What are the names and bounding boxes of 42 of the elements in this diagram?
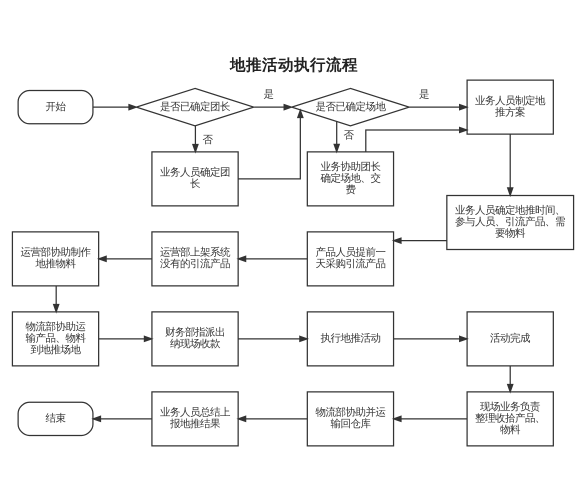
node-box: 业务人员确定地推时间、参与人员、引流产品、需要物料 [446,194,574,250]
node-box: 产品人员提前一天采购引流产品 [306,231,394,286]
diagram-title: 地推活动执行流程 [230,56,358,74]
node-box: 财务部指派出纳现场收款 [151,311,239,366]
edge-label: 否 [344,130,354,142]
arrow [506,366,514,394]
arrow [238,335,309,342]
edge-label: 否 [202,134,212,146]
node-box: 开始 [18,90,94,124]
arrow [52,286,60,314]
node-box: 业务协助团长确定场地、交费 [306,151,394,206]
arrow [506,134,514,198]
node-box: 活动完成 [466,311,554,366]
node-box: 物流部协助运输产品、物料到地推场地 [12,311,100,366]
node-box: 物流部协助并运输回仓库 [306,391,394,446]
node-box: 业务人员制定地推方案 [466,80,554,135]
arrow [93,104,138,111]
node-box: 运营部上架系统没有的引流产品 [151,231,239,286]
node-box: 运营部协助制作地推物料 [12,231,100,286]
arrow [254,104,294,111]
arrow [98,335,154,342]
arrow [392,415,467,422]
node-box: 业务人员总结上报地推结果 [151,391,239,446]
edge-label: 是 [418,88,429,101]
arrow [365,126,469,152]
node-box: 业务人员确定团长 [151,151,239,206]
arrow [91,415,152,422]
arrow [394,335,469,342]
node-box: 结束 [18,402,94,436]
node-box: 现场业务负责整理收拾产品、物料 [466,391,554,446]
arrow [236,255,308,262]
arrow [409,104,469,111]
edge-label: 是 [264,88,274,101]
node-diamond: 是否已确定场地 [290,88,412,126]
arrow [392,237,447,244]
arrow [192,126,199,154]
arrow [236,415,308,422]
arrow [97,255,152,262]
arrow [238,108,304,180]
node-box: 执行地推活动 [306,311,394,366]
node-diamond: 是否已确定团长 [134,88,256,126]
arrow [333,122,340,154]
